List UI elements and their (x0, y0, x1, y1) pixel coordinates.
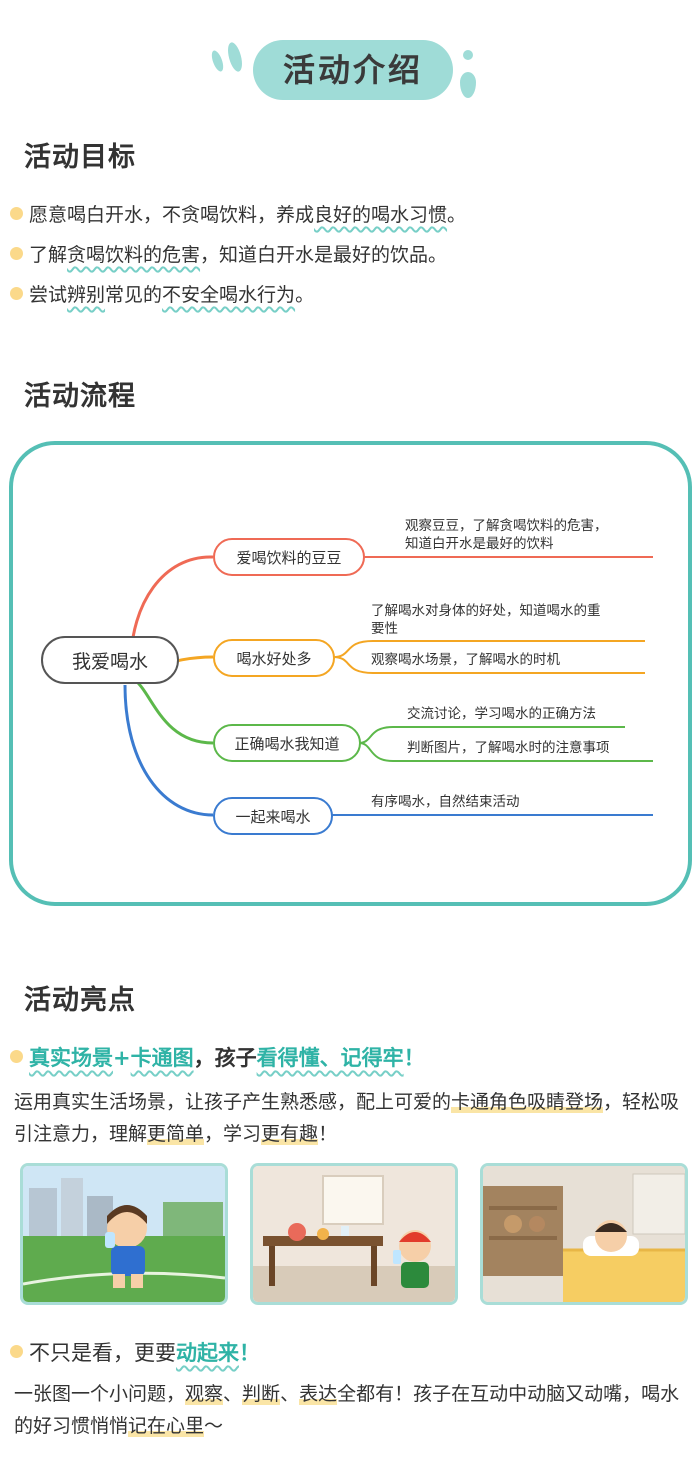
water-drop-icon (225, 40, 245, 74)
highlight-headline-1: 真实场景+卡通图，孩子看得懂、记得牢！ (10, 1042, 425, 1072)
scene-outdoor-image (20, 1163, 228, 1305)
mindmap-frame: 我爱喝水 爱喝饮料的豆豆 喝水好处多 正确喝水我知道 一起来喝水 观察豆豆，了解… (9, 441, 692, 906)
highlight-paragraph-2: 一张图一个小问题，观察、判断、表达全都有！孩子在互动中动脑又动嘴，喝水的好习惯悄… (14, 1383, 680, 1437)
mindmap-root: 我爱喝水 (41, 636, 179, 684)
title-banner: 活动介绍 (205, 36, 495, 106)
mindmap-branch-1: 爱喝饮料的豆豆 (213, 538, 365, 576)
mindmap-branch-4: 一起来喝水 (213, 797, 333, 835)
mindmap-connectors (123, 555, 653, 817)
goal-item: 尝试辨别常见的不安全喝水行为。 (10, 280, 314, 307)
bullet-dot (10, 1050, 23, 1063)
highlight-paragraph-1: 运用真实生活场景，让孩子产生熟悉感，配上可爱的卡通角色吸睛登场，轻松吸引注意力，… (14, 1091, 680, 1145)
flow-heading: 活动流程 (12, 374, 162, 415)
water-drop-icon (209, 49, 226, 73)
title-pill (253, 40, 453, 100)
mindmap-leaf: 了解喝水对身体的好处，知道喝水的重 要性 (371, 603, 601, 637)
bullet-dot (10, 1345, 23, 1358)
bullet-dot (10, 287, 23, 300)
mindmap-leaf: 有序喝水，自然结束活动 (371, 794, 520, 810)
water-drop-icon (460, 72, 476, 98)
mindmap-leaf: 观察喝水场景，了解喝水的时机 (371, 652, 560, 668)
mindmap-leaf: 交流讨论，学习喝水的正确方法 (407, 706, 596, 722)
mindmap-branch-3: 正确喝水我知道 (213, 724, 361, 762)
highlight-headline-2: 不只是看，更要动起来！ (10, 1337, 260, 1367)
scene-dining-image (250, 1163, 458, 1305)
bullet-dot (10, 247, 23, 260)
water-drop-icon (463, 50, 473, 60)
goal-item: 愿意喝白开水，不贪喝饮料，养成良好的喝水习惯。 (10, 200, 466, 227)
goals-heading: 活动目标 (12, 135, 162, 176)
mindmap-leaf: 观察豆豆，了解贪喝饮料的危害， 知道白开水是最好的饮料 (405, 518, 608, 552)
bullet-dot (10, 207, 23, 220)
page-title: 活动介绍 (282, 51, 423, 89)
mindmap-branch-2: 喝水好处多 (213, 639, 335, 677)
highlights-heading: 活动亮点 (12, 978, 162, 1019)
scene-bedroom-image (480, 1163, 688, 1305)
mindmap-leaf: 判断图片，了解喝水时的注意事项 (407, 740, 610, 756)
goal-item: 了解贪喝饮料的危害，知道白开水是最好的饮品。 (10, 240, 447, 267)
